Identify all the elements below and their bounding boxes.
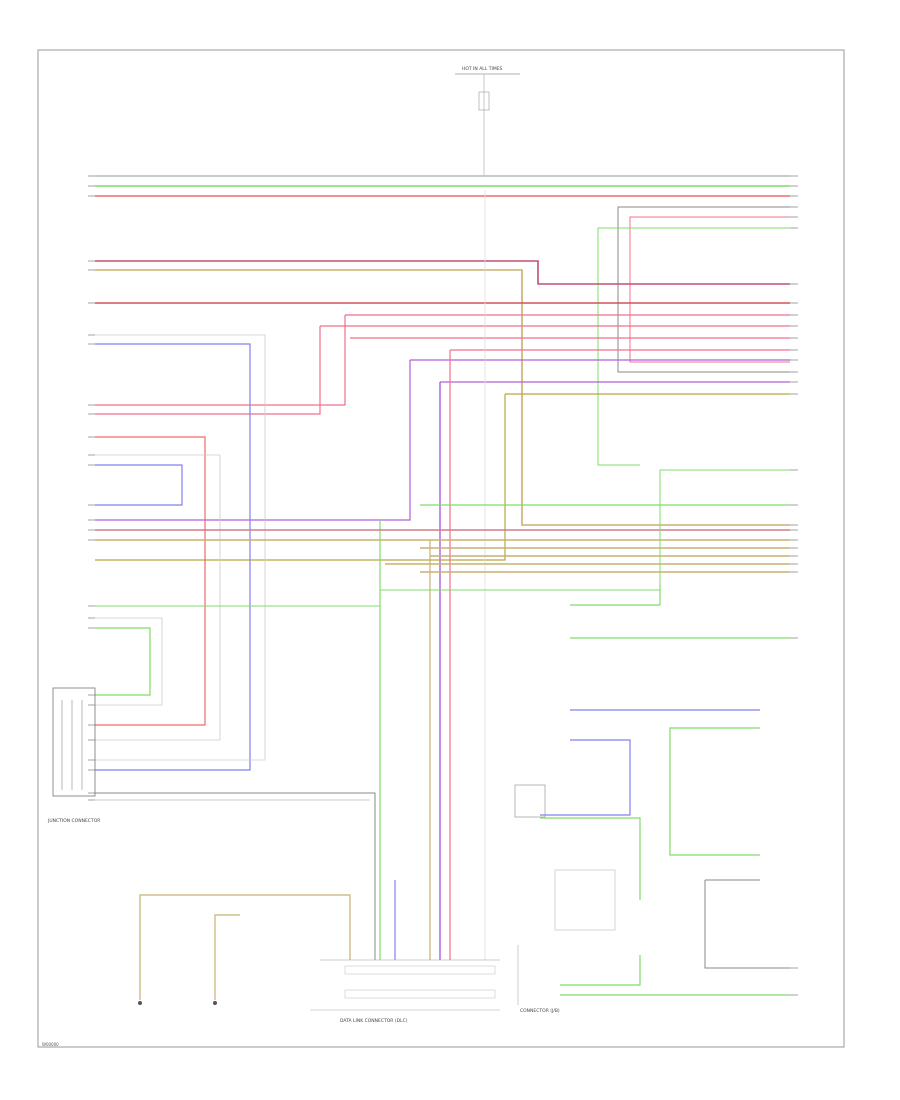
wire-green-r7 xyxy=(540,817,641,900)
ground-symbol-1 xyxy=(138,1001,142,1005)
wire-green-loop-6 xyxy=(95,627,151,696)
fuse-symbol xyxy=(478,91,490,111)
wire-green-r9 xyxy=(560,955,641,986)
dlc-connector: DATA LINK CONNECTOR (DLC) xyxy=(310,959,500,1024)
wire-green-r5 xyxy=(669,727,760,856)
wire-group-verticals xyxy=(95,190,506,960)
wire-group-left-blue xyxy=(95,334,266,771)
wire-group-right-bracket xyxy=(597,206,790,466)
ground-symbol-2 xyxy=(213,1001,217,1005)
jb-caption: CONNECTOR (J/B) xyxy=(520,1008,560,1014)
wire-group-upper-pair xyxy=(95,260,790,526)
top-fuse-group: HOT IN ALL TIMES xyxy=(455,66,520,175)
wire-blue-loop-3 xyxy=(95,464,183,506)
lower-left-wires xyxy=(95,792,376,1005)
wire-red-loop-4 xyxy=(95,436,206,726)
wire-pink-v-2 xyxy=(95,326,321,415)
wire-purple-v-3 xyxy=(95,360,411,521)
wire-gray-loop-5 xyxy=(95,454,221,741)
wire-green-m8 xyxy=(95,469,790,607)
junction-box-rect xyxy=(52,687,96,797)
wire-olive-v-6 xyxy=(95,394,506,561)
wire-purple-pink-1 xyxy=(95,260,790,285)
jb-connector: CONNECTOR (J/B) xyxy=(517,945,560,1014)
junction-caption: JUNCTION CONNECTOR xyxy=(47,818,100,824)
gateway-box xyxy=(514,784,546,818)
top-fuse-label: HOT IN ALL TIMES xyxy=(462,66,503,72)
footer-code: W00000 xyxy=(42,1042,59,1047)
terminal-ticks xyxy=(88,175,798,996)
wire-gray-bracket xyxy=(617,206,790,373)
left-junction-box: JUNCTION CONNECTOR xyxy=(47,687,100,824)
wire-gray-r10 xyxy=(704,880,790,969)
right-node-1 xyxy=(554,869,616,931)
wire-pink-bracket xyxy=(629,216,790,363)
dlc-pin-row-2 xyxy=(344,989,496,999)
wire-group-mid-bundle xyxy=(95,469,790,607)
wire-gray-loop-7 xyxy=(95,617,163,706)
wire-gray-bottom-1 xyxy=(95,792,376,960)
wire-tan-bottom-3 xyxy=(139,894,351,1000)
wire-group-top xyxy=(95,175,790,197)
wire-blue-loop-1 xyxy=(95,343,251,771)
dlc-pin-row-1 xyxy=(344,965,496,975)
right-mid-components xyxy=(514,585,790,996)
dlc-caption: DATA LINK CONNECTOR (DLC) xyxy=(340,1018,408,1024)
wire-blue-r6 xyxy=(540,739,631,816)
wire-green-bracket xyxy=(597,227,790,466)
diagram-frame xyxy=(37,49,845,1048)
wire-tan-1 xyxy=(95,269,790,526)
wire-tan-bottom-4 xyxy=(214,914,240,1000)
wire-gray-loop-2 xyxy=(95,334,266,761)
wire-pink-v-1 xyxy=(95,315,346,406)
